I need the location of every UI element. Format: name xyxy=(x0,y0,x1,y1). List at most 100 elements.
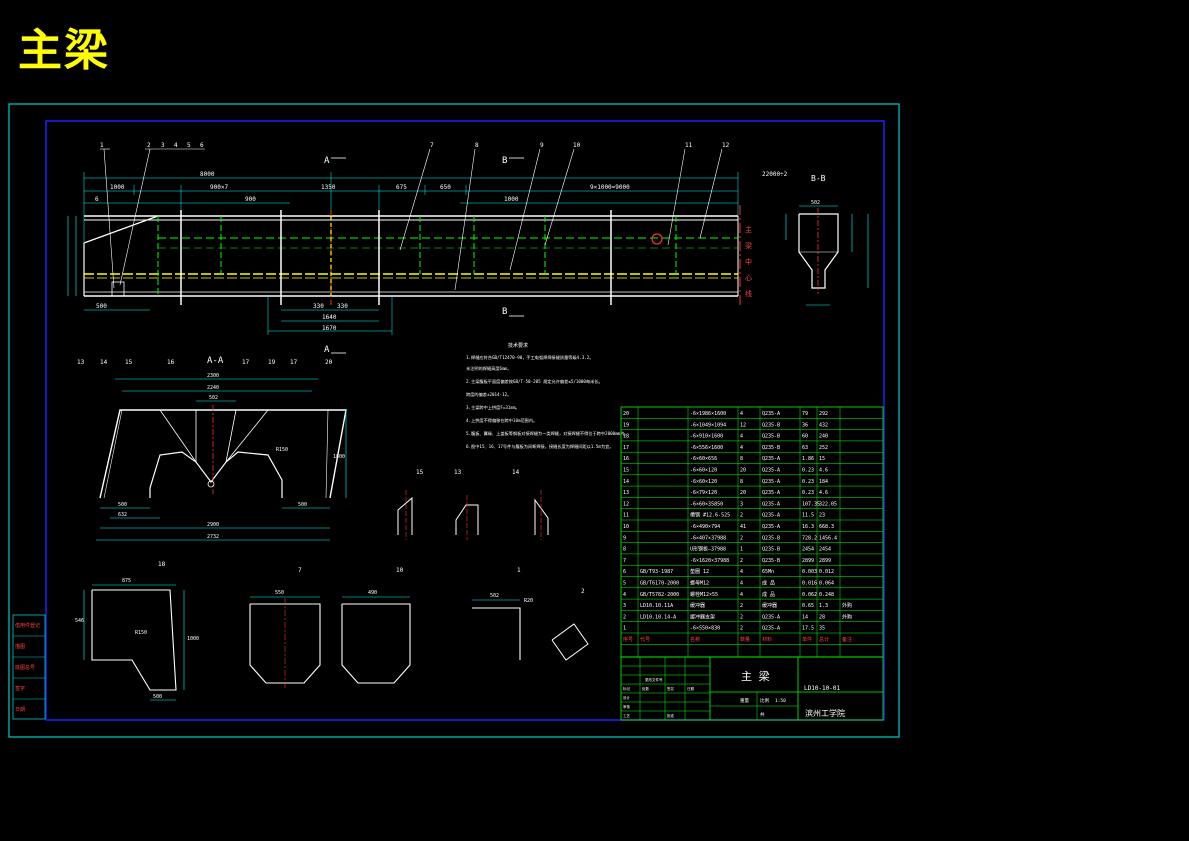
bom-cell-total: 0.012 xyxy=(819,569,834,575)
bom-header-cell: 代号 xyxy=(640,636,650,643)
bom-cell-qty: 2 xyxy=(740,626,743,632)
tb-left-label-1: 标记 xyxy=(623,686,631,691)
bom-cell-code: GB/T93-1987 xyxy=(640,569,673,575)
bom-cell-no: 16 xyxy=(623,456,629,462)
bom-cell-name: -6×556×1600 xyxy=(690,445,723,451)
bom-cell-mat: Q235-A xyxy=(762,468,780,474)
bom-cell-total: 4.6 xyxy=(819,468,828,474)
bom-cell-mat: 缓冲器 xyxy=(762,602,777,609)
bom-cell-qty: 2 xyxy=(740,558,743,564)
bom-cell-unit: 0.062 xyxy=(802,592,817,598)
bom-cell-code: LD10.10.14-A xyxy=(640,614,676,620)
bom-cell-qty: 4 xyxy=(740,592,743,598)
notes-line-6: 4.上拱度不得偏移在跨中10m范围内。 xyxy=(466,417,537,424)
part-label-7: 7 xyxy=(430,142,434,149)
bom-cell-unit: 728.2 xyxy=(802,535,817,541)
part-label-20: 20 xyxy=(325,359,333,366)
dim-330a: 330 xyxy=(313,303,324,310)
part-label-13-detail: 13 xyxy=(454,469,462,476)
bom-cell-name: U形钢板—37988 xyxy=(690,546,726,553)
d18-dim-875: 875 xyxy=(122,578,131,584)
part-label-2-detail: 2 xyxy=(581,588,585,595)
bom-cell-code: GB/T5782-2000 xyxy=(640,592,679,598)
bom-cell-no: 6 xyxy=(623,569,626,575)
bom-cell-no: 8 xyxy=(623,547,626,553)
bom-cell-qty: 2 xyxy=(740,535,743,541)
bom-cell-no: 7 xyxy=(623,558,626,564)
bom-cell-unit: 16.3 xyxy=(802,524,814,530)
bom-cell-total: 668.3 xyxy=(819,524,834,530)
bom-header-cell: 数量 xyxy=(740,636,750,643)
part-label-12: 12 xyxy=(722,142,730,149)
part-label-4: 4 xyxy=(174,142,178,149)
bom-cell-unit: 79 xyxy=(802,411,808,417)
tb-left-label-2: 处数 xyxy=(642,686,650,691)
bom-cell-total: 184 xyxy=(819,479,828,485)
bom-cell-no: 18 xyxy=(623,434,629,440)
main-elevation-view: 8000 1000 900×7 1350 675 650 9×1000=9000… xyxy=(67,142,788,355)
part-label-16: 16 xyxy=(167,359,175,366)
bom-cell-total: 432 xyxy=(819,422,828,428)
title-block: 主 梁 LD10-10-01 滨州工学院 比例 1:50 重量 共 标记 处数 … xyxy=(620,656,884,721)
bom-cell-total: 2899 xyxy=(819,558,831,564)
bom-cell-name: -6×1049×1094 xyxy=(690,422,726,428)
part-label-1-detail: 1 xyxy=(517,567,521,574)
centerline-char-5: 线 xyxy=(745,289,752,298)
detail-views-small: 15 13 14 xyxy=(397,469,549,540)
bom-cell-name: 缓冲器支架 xyxy=(690,613,715,620)
bom-cell-qty: 4 xyxy=(740,411,743,417)
page-title: 主梁 xyxy=(18,25,110,76)
bom-cell-name: -6×910×1600 xyxy=(690,434,723,440)
title-block-scale: 1:50 xyxy=(775,698,786,704)
title-block-name: 主 梁 xyxy=(741,669,770,683)
part-label-17: 17 xyxy=(242,359,250,366)
dim-1670: 1670 xyxy=(322,325,337,332)
bom-cell-total: 2454 xyxy=(819,547,831,553)
bom-cell-name: 槽钢 #12.6-525 xyxy=(690,512,730,519)
bom-cell-unit: 107.35 xyxy=(802,501,820,507)
bom-cell-unit: 36 xyxy=(802,422,808,428)
bom-cell-total: 15 xyxy=(819,456,825,462)
dim-900: 900 xyxy=(245,196,256,203)
bom-cell-mat: 成 品 xyxy=(762,580,775,587)
bom-cell-no: 15 xyxy=(623,468,629,474)
part-label-19: 19 xyxy=(268,359,276,366)
part-label-1: 1 xyxy=(100,142,104,149)
bom-cell-no: 13 xyxy=(623,490,629,496)
bom-cell-total: 0.248 xyxy=(819,592,834,598)
aa-dim-500b: 500 xyxy=(298,502,307,508)
bom-cell-qty: 4 xyxy=(740,434,743,440)
bom-cell-qty: 4 xyxy=(740,569,743,575)
part-label-17b: 17 xyxy=(290,359,298,366)
bom-cell-no: 4 xyxy=(623,592,626,598)
d7-dim-550: 550 xyxy=(275,590,284,596)
section-bb-view: B-B 502 xyxy=(785,174,869,306)
section-a-top: A xyxy=(324,156,330,166)
d1-dim-502: 502 xyxy=(490,593,499,599)
bom-cell-qty: 20 xyxy=(740,468,746,474)
bom-header-cell: 单件 xyxy=(802,636,812,643)
margin-label-2: 描图 xyxy=(15,643,25,650)
bom-cell-qty: 3 xyxy=(740,501,743,507)
centerline-char-1: 主 xyxy=(745,225,752,234)
bom-cell-unit: 1.86 xyxy=(802,456,814,462)
tb-role-2: 审核 xyxy=(623,704,631,709)
bom-cell-unit: 0.23 xyxy=(802,479,814,485)
part-label-6: 6 xyxy=(200,142,204,149)
bom-cell-name: -6×60×656 xyxy=(690,456,717,462)
bom-cell-name: -6×60×120 xyxy=(690,479,717,485)
bom-cell-total: 35 xyxy=(819,626,825,632)
bom-cell-no: 12 xyxy=(623,501,629,507)
aa-dim-632: 632 xyxy=(118,512,127,518)
bom-cell-no: 20 xyxy=(623,411,629,417)
dim-650: 650 xyxy=(440,184,451,191)
bom-cell-total: 1.3 xyxy=(819,603,828,609)
part-label-15-detail: 15 xyxy=(416,469,424,476)
bom-cell-mat: Q235-A xyxy=(762,524,780,530)
dim-22000: 22000÷2 xyxy=(762,171,788,178)
part-label-14-detail: 14 xyxy=(512,469,520,476)
bom-cell-mat: Q235-A xyxy=(762,479,780,485)
margin-label-1: 借用件登记 xyxy=(15,622,40,629)
bom-cell-name: -6×490×794 xyxy=(690,524,720,530)
tb-role-1: 设计 xyxy=(623,695,631,700)
